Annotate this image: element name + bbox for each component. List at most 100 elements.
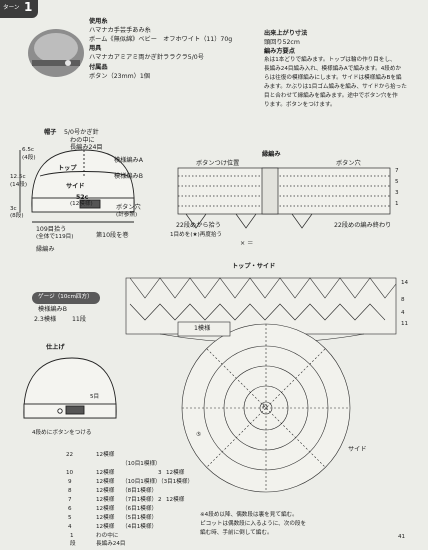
top-side-row-8: 8 [401, 297, 405, 303]
points-line-5: 目と合わせて縁編みを編みます。途中でボタン穴を作 [264, 93, 398, 99]
hat-width-b: (12模様) [70, 201, 93, 207]
size-detail: 頭回り52cm [264, 39, 300, 46]
finish-row: 5目 [90, 394, 100, 400]
notions-detail: ボタン（23mm）1個 [89, 73, 150, 80]
hat-pattern-a: 模様編みA [114, 157, 143, 164]
note-8: （8目1模様） [122, 488, 158, 494]
gauge-label: ゲージ（10cm四方） [38, 294, 93, 300]
note-6: （6目1模様） [122, 506, 158, 512]
row-9: 9 [68, 479, 72, 485]
note-4: （4目1模様） [122, 524, 158, 530]
gauge-line-3: 11段 [72, 316, 87, 323]
note-22: （10目1模様） [122, 461, 161, 467]
row-4: 4 [68, 524, 72, 530]
footnote-1: ※4段め以降、偶数段は裏を見て編む。 [200, 512, 298, 518]
edging-symbols: × ＝ [240, 240, 254, 247]
points-line-2: 長編み24目編み入れ、模様編みAで編みます。4段めか [264, 66, 402, 72]
top-side-pattern-label: 1模様 [194, 325, 211, 332]
count-5: 12模様 [96, 515, 115, 521]
top-side-row-11: 11 [401, 321, 409, 327]
gauge-line-1: 模様編みB [38, 306, 67, 313]
hat-side-label: サイド [66, 183, 85, 190]
edging-note: 22段めの編み終わり [334, 222, 392, 229]
finish-title: 仕上げ [46, 344, 65, 351]
meas-1b: (4段) [22, 155, 36, 161]
hat-ring: わの中に [70, 137, 95, 144]
row-10: 10 [66, 470, 74, 476]
note-5: （5目1模様） [122, 515, 158, 521]
hat-photo [28, 29, 84, 77]
corner-number: 1 [24, 0, 33, 14]
corner-tab: ターン 1 [0, 0, 38, 18]
yarn-brand: ハマナカ手芸手あみ糸 [89, 27, 151, 34]
corner-label: ターン [3, 5, 20, 11]
gauge-line-2: 2.3模様 [34, 316, 57, 323]
row-5: 5 [68, 515, 72, 521]
row-1: 1 [70, 533, 74, 539]
points-line-3: らは往復の模様編みにします。サイドは模様編みBを編 [264, 75, 402, 81]
notions-heading: 付属品 [89, 64, 108, 71]
count-8: 12模様 [96, 488, 115, 494]
count-22: 12模様 [96, 452, 115, 458]
top-side-ring: わ [262, 404, 268, 410]
edging-buttonhole: ボタン穴 [336, 160, 361, 167]
hat-pickup: 109目拾う [36, 226, 67, 233]
meas-3: 3c [10, 206, 17, 212]
hat-pattern-b: 模様編みB [114, 173, 143, 180]
hat-top-label: トップ [58, 165, 77, 172]
points-line-4: みます。かぶりは1目ゴム編みを編み、サイドから拾った [264, 84, 407, 90]
meas-3b: (8段) [10, 213, 24, 219]
hat-ring2: 長編み24目 [70, 144, 103, 151]
edging-row-3: 3 [395, 190, 399, 196]
hat-pickup-b: (全体で119目) [36, 234, 74, 240]
page-number: 41 [398, 534, 406, 540]
count-7: 12模様 [96, 497, 115, 503]
hat-title: 帽子 [44, 129, 57, 136]
edging-count: 22段めから拾う [176, 222, 221, 229]
count-1: わの中に [96, 533, 119, 539]
tools-detail: ハマナカアミアミ両かぎ針ララクラ5/0号 [89, 54, 204, 61]
row-7: 7 [68, 497, 72, 503]
yarn-detail: ボーム《無似綿》ベビー オフホワイト（11）70g [89, 36, 233, 43]
tools-heading: 用具 [89, 45, 102, 52]
finish-button-note: 4段めにボタンをつける [32, 430, 92, 436]
footnote-2: ピコットは偶数段に入るように、次の段を [200, 521, 307, 527]
edging-row-7: 7 [395, 168, 399, 174]
count-6: 12模様 [96, 506, 115, 512]
count-10: 12模様 [96, 470, 115, 476]
row-6: 6 [68, 506, 72, 512]
row-8: 8 [68, 488, 72, 494]
meas-2: 12.5c [10, 174, 26, 180]
points-line-6: ります。ボタンをつけます。 [264, 102, 336, 108]
count-3: 12模様 [166, 470, 185, 476]
count-9: 12模様 [96, 479, 115, 485]
hat-width: 52c [76, 194, 89, 201]
gauge-box: ゲージ（10cm四方） [32, 292, 100, 304]
edging-count2: 1目めを(★)再度拾う [170, 232, 223, 238]
hat-buttonhole-b: (計参照) [116, 212, 138, 218]
hat-hook: 5/0号かぎ針 [64, 129, 99, 136]
note-7: （7目1模様） [122, 497, 158, 503]
yarn-heading: 使用糸 [89, 18, 108, 25]
hat-edge-label: 縁編み [36, 246, 55, 253]
count-2: 12模様 [166, 497, 185, 503]
note-9: （10目1模様） [122, 479, 161, 485]
points-heading: 編み方要点 [264, 48, 295, 55]
meas-2b: (14段) [10, 182, 28, 188]
row-label: 段 [70, 541, 76, 547]
meas-1: 6.5c [22, 147, 34, 153]
hat-row10: 第10段を巻 [96, 232, 129, 239]
top-side-row-14: 14 [401, 280, 409, 286]
row-22: 22 [66, 452, 74, 458]
edging-title: 縁編み [262, 151, 281, 158]
top-side-row-4: 4 [401, 310, 405, 316]
edging-row-5: 5 [395, 179, 399, 185]
row-3: 3 [158, 470, 162, 476]
edging-row-1: 1 [395, 201, 399, 207]
count-4: 12模様 [96, 524, 115, 530]
